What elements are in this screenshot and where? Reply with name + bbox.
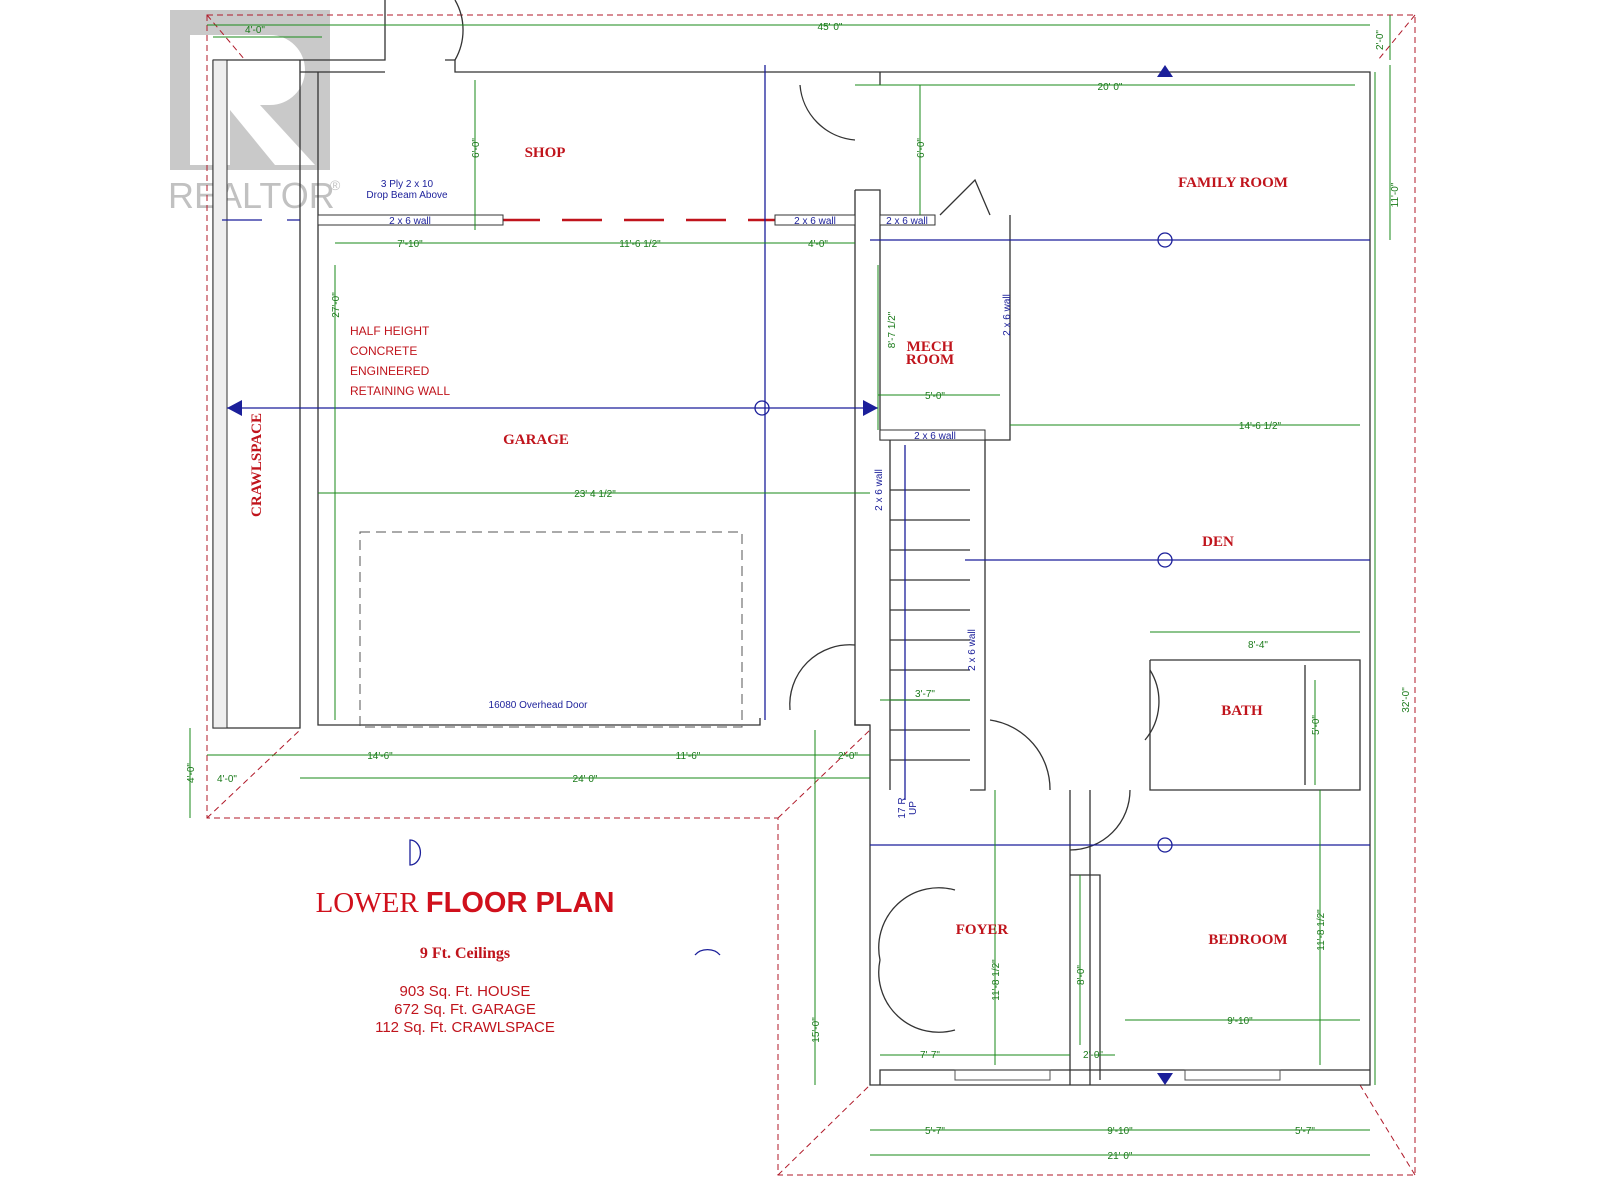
realtor-watermark: REALTOR ® xyxy=(168,10,341,216)
ceiling-height: 9 Ft. Ceilings xyxy=(420,945,510,962)
dim-label: 14'-6 1/2" xyxy=(1239,421,1282,432)
wall-note: 2 x 6 wall xyxy=(1002,294,1013,336)
dim-label: 21' 0" xyxy=(1108,1151,1133,1162)
stairs-note: 17 R xyxy=(897,797,908,818)
overhead-door-note: 16080 Overhead Door xyxy=(489,700,589,711)
dim-label: 20' 0" xyxy=(1098,82,1123,93)
dim-label: 24' 0" xyxy=(573,774,598,785)
retaining-wall-note: HALF HEIGHT xyxy=(350,324,430,338)
dim-label: 11'-8 1/2" xyxy=(1316,909,1327,951)
area-crawlspace: 112 Sq. Ft. CRAWLSPACE xyxy=(375,1019,555,1036)
dimension-lines xyxy=(189,15,1391,1156)
dimension-labels: 4'-0" 45' 0" 20' 0" 7'-10" 11'-6 1/2" 4'… xyxy=(186,22,1412,1162)
room-label-bath: BATH xyxy=(1221,703,1263,719)
svg-text:REALTOR: REALTOR xyxy=(168,175,335,216)
dim-label: 6'-0" xyxy=(916,138,927,158)
dim-label: 11'-8 1/2" xyxy=(991,959,1002,1001)
dim-label: 8'-4" xyxy=(1248,640,1268,651)
dim-label: 2'-0" xyxy=(1083,1050,1103,1061)
dim-label: 5'-7" xyxy=(1295,1126,1315,1137)
dim-label: 3'-7" xyxy=(915,689,935,700)
room-label-den: DEN xyxy=(1202,534,1234,550)
dim-label: 7'-10" xyxy=(397,239,423,250)
drop-beam xyxy=(222,214,986,441)
doors xyxy=(454,0,1281,1081)
dim-label: 23' 4 1/2" xyxy=(574,489,616,500)
room-label-family-room: FAMILY ROOM xyxy=(1178,175,1288,191)
retaining-wall-note: ENGINEERED xyxy=(350,364,430,378)
room-label-foyer: FOYER xyxy=(956,922,1009,938)
plan-title: LOWER FLOOR PLAN xyxy=(316,887,615,919)
dim-label: 15'-0" xyxy=(811,1017,822,1043)
beam-note: 3 Ply 2 x 10 xyxy=(381,179,434,190)
retaining-wall-note: CONCRETE xyxy=(350,344,417,358)
dim-label: 11'-0" xyxy=(1390,182,1401,207)
dim-label: 11'-6 1/2" xyxy=(619,239,661,250)
dim-label: 11'-6" xyxy=(676,751,701,762)
area-house: 903 Sq. Ft. HOUSE xyxy=(400,983,531,1000)
dim-label: 5'-0" xyxy=(1311,715,1322,735)
stairs-note: UP xyxy=(908,801,919,815)
notes: 3 Ply 2 x 10 Drop Beam Above 2 x 6 wall … xyxy=(350,179,1013,819)
dim-label: 4'-0" xyxy=(217,774,237,785)
dim-label: 32'-0" xyxy=(1401,687,1412,713)
room-label-garage: GARAGE xyxy=(503,432,569,448)
dim-label: 5'-7" xyxy=(925,1126,945,1137)
dim-label: 4'-0" xyxy=(808,239,828,250)
dim-label: 4'-0" xyxy=(245,25,265,36)
svg-text:®: ® xyxy=(330,177,341,193)
dim-label: 2'-0" xyxy=(1375,30,1386,50)
dim-label: 2'-0" xyxy=(838,751,858,762)
dim-label: 8'-0" xyxy=(1076,965,1087,985)
walls xyxy=(212,0,1371,1086)
dim-label: 27'-0" xyxy=(331,292,342,318)
room-label-shop: SHOP xyxy=(525,145,566,161)
room-label-bedroom: BEDROOM xyxy=(1208,932,1287,948)
beam-note: Drop Beam Above xyxy=(366,190,448,201)
dim-label: 14'-6" xyxy=(367,751,393,762)
dim-label: 5'-0" xyxy=(925,391,945,402)
wall-note: 2 x 6 wall xyxy=(389,216,431,227)
dim-label: 8'-7 1/2" xyxy=(887,311,898,348)
wall-note: 2 x 6 wall xyxy=(886,216,928,227)
room-label-mech: ROOM xyxy=(906,352,954,368)
room-label-crawlspace: CRAWLSPACE xyxy=(249,413,265,517)
wall-note: 2 x 6 wall xyxy=(794,216,836,227)
dim-label: 7'-7" xyxy=(920,1050,940,1061)
wall-note: 2 x 6 wall xyxy=(874,469,885,511)
property-line xyxy=(206,14,1416,1176)
dim-label: 9'-10" xyxy=(1227,1016,1253,1027)
title-block: LOWER FLOOR PLAN 9 Ft. Ceilings 903 Sq. … xyxy=(316,887,615,1036)
wall-note: 2 x 6 wall xyxy=(914,431,956,442)
dim-label: 6'-0" xyxy=(471,138,482,158)
section-lines xyxy=(227,65,1370,1085)
dim-label: 9'-10" xyxy=(1107,1126,1133,1137)
area-garage: 672 Sq. Ft. GARAGE xyxy=(394,1001,536,1018)
retaining-wall-note: RETAINING WALL xyxy=(350,384,450,398)
room-labels: SHOP FAMILY ROOM MECH ROOM GARAGE CRAWLS… xyxy=(249,145,1288,948)
dim-label: 4'-0" xyxy=(186,763,197,783)
room-label-mech: MECH xyxy=(907,339,954,355)
wall-note: 2 x 6 wall xyxy=(967,629,978,671)
dim-label: 45' 0" xyxy=(818,22,843,33)
